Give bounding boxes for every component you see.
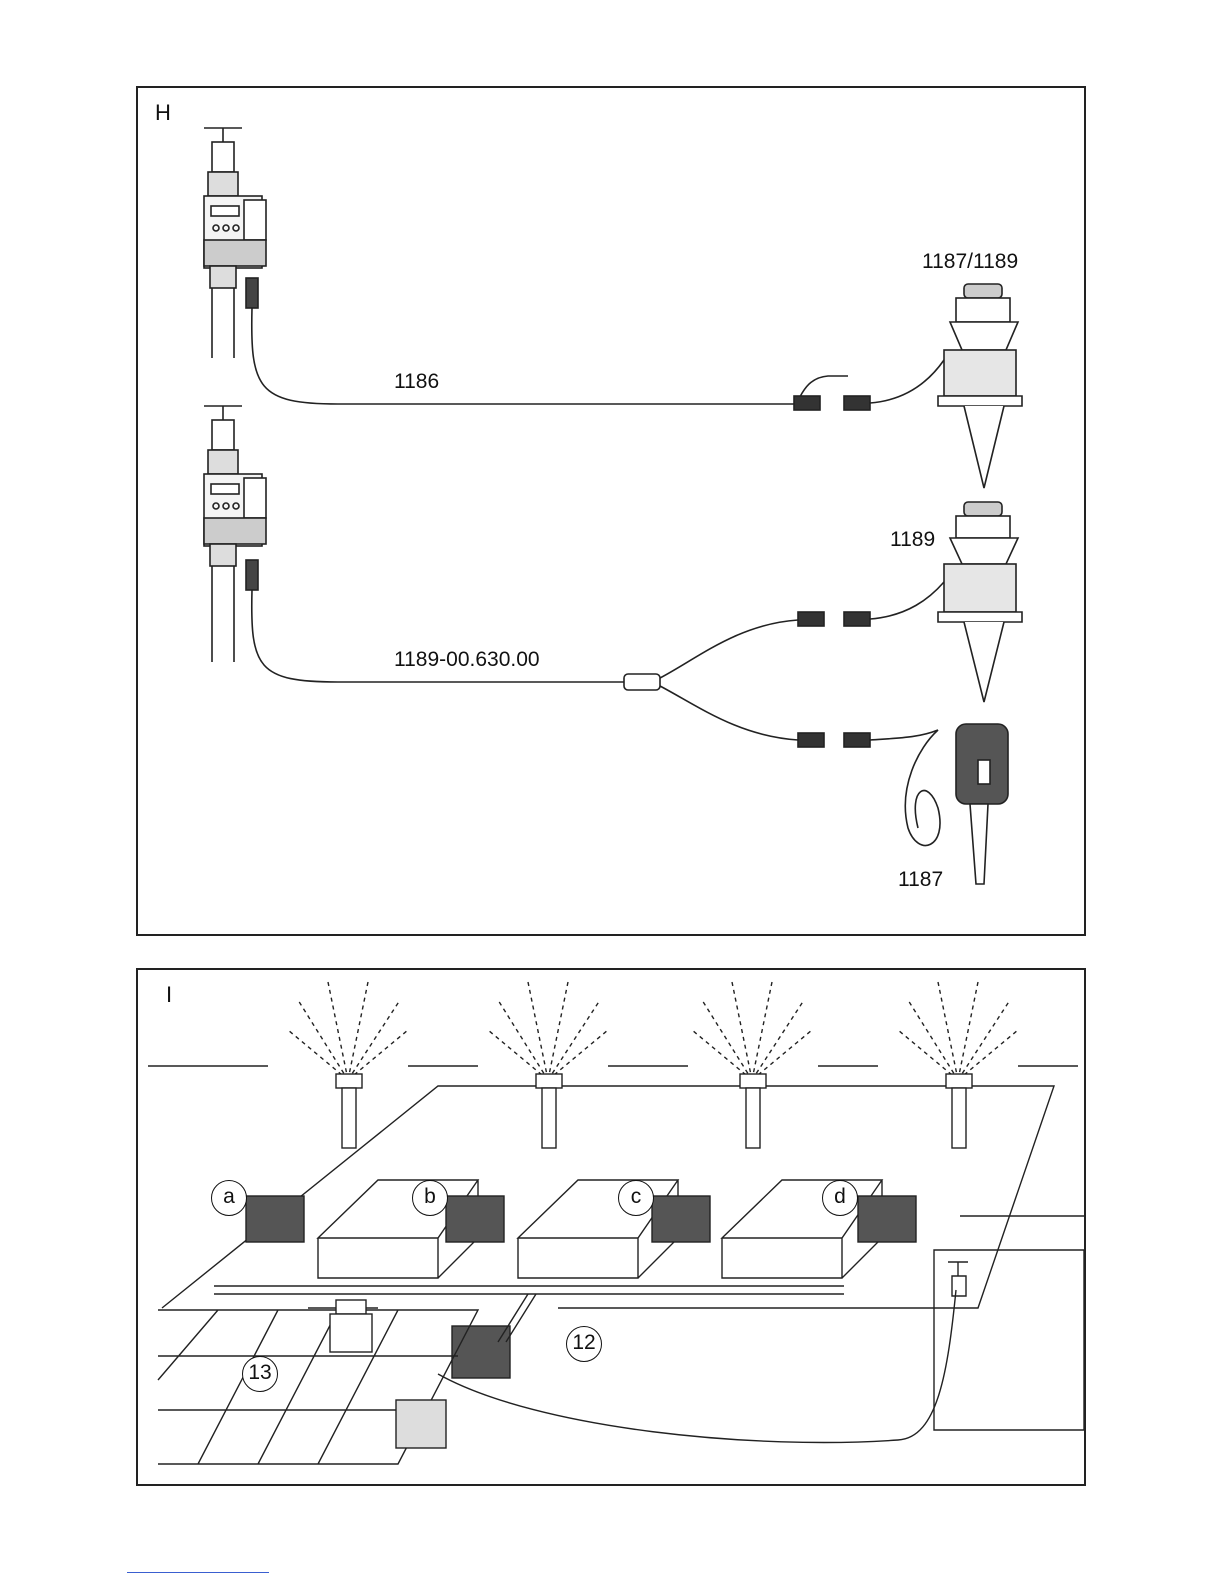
tap-outdoor [948, 1262, 968, 1296]
water-computer-top [204, 128, 788, 404]
sensor-top [938, 284, 1022, 488]
figure-panel-i: I [136, 968, 1086, 1486]
soil-sensor-device [330, 1300, 372, 1352]
footer-underline-link[interactable] [127, 1572, 269, 1573]
water-computer-bottom [204, 406, 624, 682]
sensor-bottom [905, 724, 1008, 884]
label-1186: 1186 [394, 370, 439, 394]
label-1187-1189: 1187/1189 [922, 250, 1018, 274]
callout-b: b [412, 1180, 448, 1216]
panel-i-drawing [138, 970, 1084, 1484]
figure-panel-h: H [136, 86, 1086, 936]
callout-d: d [822, 1180, 858, 1216]
sensor-middle [938, 502, 1022, 702]
cable-1186-connectors [788, 360, 944, 410]
callout-12: 12 [566, 1326, 602, 1362]
callout-a: a [211, 1180, 247, 1216]
panel-h-drawing [138, 88, 1084, 934]
label-1189-00-630-00: 1189-00.630.00 [394, 648, 540, 672]
sprinkler-heads [336, 1074, 972, 1148]
label-1189: 1189 [890, 528, 935, 552]
callout-13: 13 [242, 1356, 278, 1392]
label-1187: 1187 [898, 868, 943, 892]
main-pipe [214, 1286, 844, 1294]
pump-well [396, 1400, 446, 1448]
y-splitter [624, 582, 944, 747]
wall [934, 1216, 1084, 1430]
callout-c: c [618, 1180, 654, 1216]
